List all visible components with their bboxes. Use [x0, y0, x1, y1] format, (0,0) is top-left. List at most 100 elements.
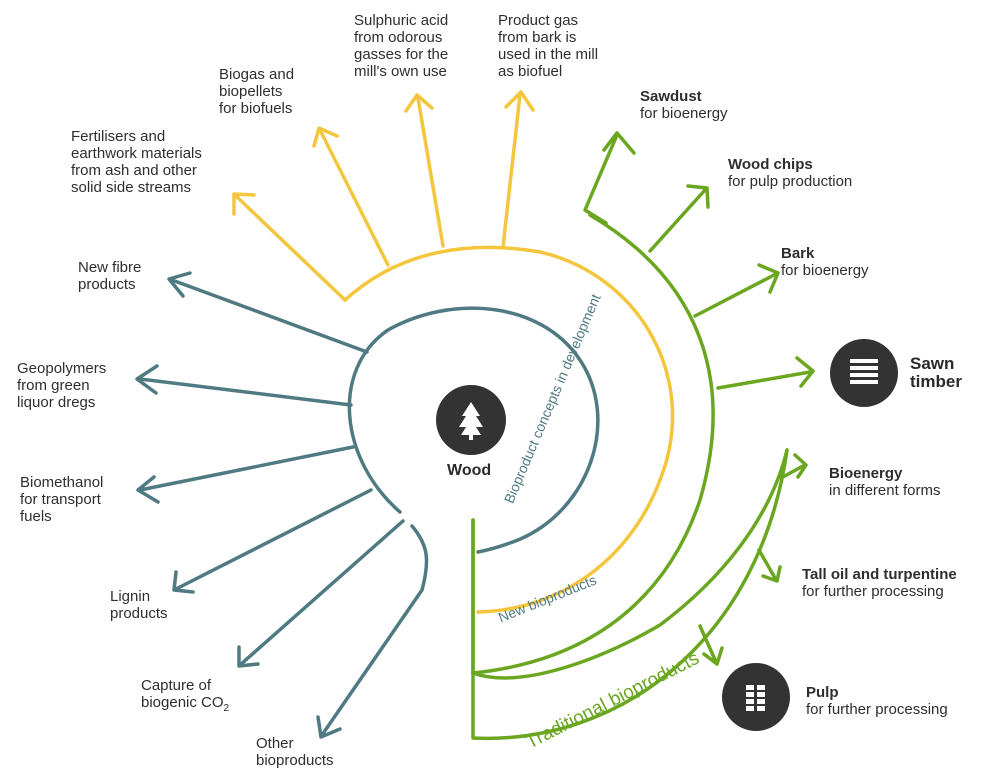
label-sub: for bioenergy [781, 262, 869, 279]
label-line: Fertilisers and [71, 128, 166, 145]
new-bioproducts-group [232, 90, 675, 614]
arrowhead-geopolymers [135, 364, 159, 395]
label-title: Sawn [910, 354, 955, 373]
arrow-biogas [318, 128, 390, 267]
arrowhead-other [316, 715, 342, 739]
traditional-bioproducts-group [471, 131, 815, 741]
traditional-outer-curve [471, 448, 789, 680]
label-other: Other bioproducts [256, 735, 334, 769]
label-sub: for further processing [806, 701, 948, 718]
label-line: Other [256, 735, 294, 752]
label-title: Bioenergy [829, 465, 903, 482]
pulp-bale-icon [746, 685, 765, 711]
arrow-bark [693, 272, 778, 318]
arrowhead-biomethanol [136, 475, 160, 504]
concept-main-arc [347, 306, 600, 554]
arrow-bioenergy [779, 464, 805, 480]
label-title: Pulp [806, 684, 839, 701]
label-line: mill's own use [354, 63, 447, 80]
arrowhead-lignin [172, 570, 195, 594]
tree-icon [459, 402, 483, 440]
label-line: fuels [20, 508, 52, 525]
arrowhead-sawn-timber [795, 356, 815, 388]
arrow-biomethanol [138, 445, 355, 492]
traditional-lower-arc [471, 448, 789, 741]
label-co-subscript: 2 [223, 703, 230, 714]
arrow-other [320, 524, 429, 737]
arrow-wood-chips [648, 188, 707, 253]
label-line: for transport [20, 491, 101, 508]
label-bioenergy: Bioenergy in different forms [829, 465, 940, 499]
arrowhead-pulp [702, 646, 724, 666]
label-new-fibre: New fibre products [78, 259, 141, 293]
arrow-sawn-timber [716, 370, 812, 390]
label-line: for biofuels [219, 100, 293, 117]
arrowhead-fertilisers [232, 192, 256, 216]
label-line: Sulphuric acid [354, 12, 449, 29]
label-line: Biomethanol [20, 474, 104, 491]
label-line: from odorous [354, 29, 443, 46]
label-line: Geopolymers [17, 360, 107, 377]
label-co-text: biogenic CO [141, 694, 224, 711]
label-title: Wood chips [728, 156, 813, 173]
arrowhead-bioenergy [793, 453, 808, 479]
arrowhead-tall-oil [761, 565, 782, 583]
new-ring-label: New bioproducts [496, 572, 599, 626]
arrowhead-new-fibre [167, 271, 192, 298]
label-line: biogenic CO2 [141, 694, 229, 717]
arrow-geopolymers [138, 377, 353, 407]
pulp-node [722, 663, 790, 731]
arrowhead-capture [237, 645, 260, 668]
arrow-pulp [698, 624, 718, 664]
arrowhead-wood-chips [686, 184, 710, 209]
label-title: Bark [781, 245, 815, 262]
arrow-sawdust [583, 133, 619, 225]
arrow-lignin [174, 488, 373, 591]
label-line: biopellets [219, 83, 283, 100]
arrowhead-product-gas [504, 90, 535, 112]
label-sub: for further processing [802, 583, 944, 600]
label-biogas: Biogas and biopellets for biofuels [219, 66, 294, 117]
label-title-2: timber [910, 372, 962, 391]
label-line: from ash and other [71, 162, 197, 179]
arrow-product-gas [501, 93, 522, 249]
label-sawn-timber: Sawn timber [910, 355, 962, 391]
arrowhead-sawdust [602, 131, 636, 155]
arrow-tall-oil [757, 548, 777, 580]
label-line: from green [17, 377, 90, 394]
traditional-ring-label: Traditional bioproducts [523, 648, 703, 754]
label-wood-chips: Wood chips for pulp production [728, 156, 852, 190]
label-line: liquor dregs [17, 394, 96, 411]
label-bark: Bark for bioenergy [781, 245, 869, 279]
label-pulp: Pulp for further processing [806, 684, 948, 718]
label-sub: for bioenergy [640, 105, 728, 122]
label-line: as biofuel [498, 63, 563, 80]
label-line: Capture of [141, 677, 212, 694]
label-biomethanol: Biomethanol for transport fuels [20, 474, 103, 525]
label-sub: in different forms [829, 482, 941, 499]
label-sulphuric: Sulphuric acid from odorous gasses for t… [354, 12, 448, 80]
label-product-gas: Product gas from bark is used in the mil… [498, 12, 598, 80]
label-line: used in the mill [498, 46, 599, 63]
new-main-arc [343, 245, 675, 614]
label-line: products [110, 605, 168, 622]
label-line: gasses for the [354, 46, 449, 63]
label-tall-oil: Tall oil and turpentine for further proc… [802, 566, 957, 600]
label-title: Sawdust [640, 88, 702, 105]
arrow-fertilisers [234, 194, 347, 302]
label-line: bioproducts [256, 752, 334, 769]
label-sub: for pulp production [728, 173, 853, 190]
timber-stack-icon [850, 359, 878, 384]
arrow-new-fibre [170, 278, 369, 354]
label-fertilisers: Fertilisers and earthwork materials from… [71, 128, 202, 196]
label-line: Lignin [110, 588, 151, 605]
label-line: Product gas [498, 12, 579, 29]
label-title: Tall oil and turpentine [802, 566, 957, 583]
label-line: New fibre [78, 259, 142, 276]
label-line: solid side streams [71, 179, 192, 196]
arrow-sulphuric [416, 96, 445, 248]
arrowhead-biogas [312, 126, 339, 148]
arrow-capture [238, 519, 405, 667]
label-line: Biogas and [219, 66, 295, 83]
